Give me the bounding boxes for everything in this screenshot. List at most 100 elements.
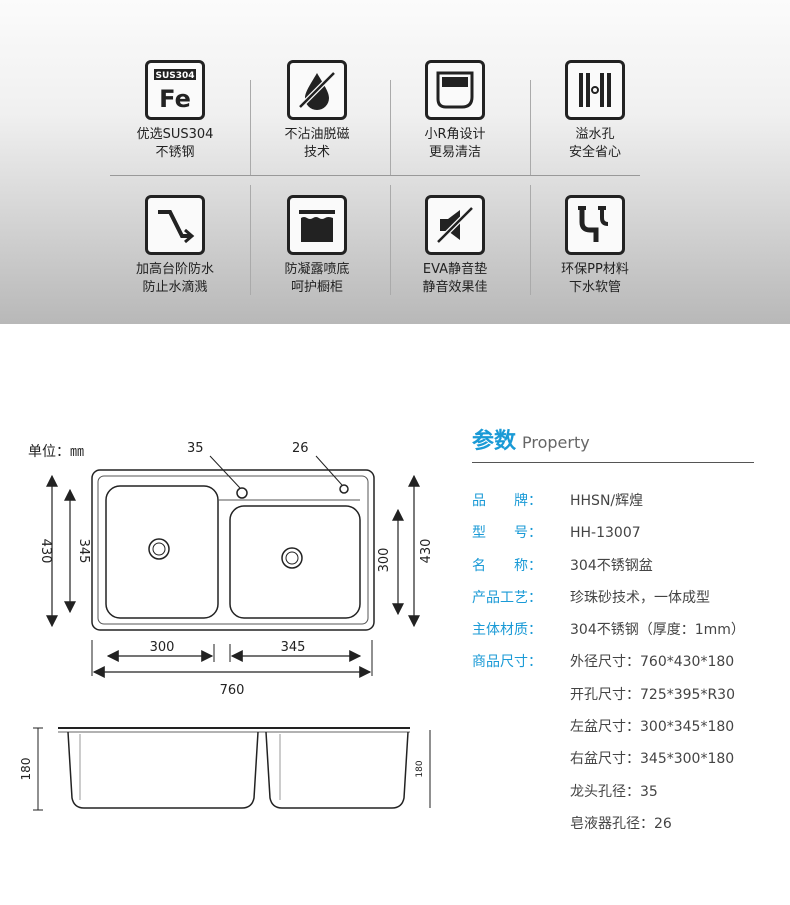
param-row: 皂液器孔径：26 [472, 813, 672, 833]
param-key: 产品工艺： [472, 590, 542, 606]
divider [250, 80, 251, 175]
feature-coating: 防凝露喷底呵护橱柜 [247, 195, 387, 297]
no-oil-drop-icon [287, 60, 347, 120]
left-drain-inner [152, 542, 166, 556]
faucet-hole [236, 487, 248, 499]
mute-speaker-icon [425, 195, 485, 255]
outer-depth-label: 430 [38, 539, 53, 564]
left-bowl [105, 485, 219, 619]
outer-depth-right-label: 430 [419, 539, 434, 564]
param-key: 主体材质： [472, 622, 542, 638]
param-key: 品 牌： [472, 493, 542, 509]
right-drain-inner [285, 551, 299, 565]
divider [110, 175, 640, 176]
param-value: 304不锈钢盆 [570, 558, 653, 574]
params-divider [472, 462, 754, 463]
side-right-bowl [265, 731, 409, 809]
fe-symbol-text: Fe [159, 85, 191, 113]
feature-no-oil: 不沾油脱磁技术 [247, 60, 387, 162]
feature-step: 加高台阶防水防止水滴溅 [105, 195, 245, 297]
params-title-en: Property [522, 433, 590, 452]
feature-label: 不锈钢 [155, 145, 195, 160]
sink-outline [91, 469, 375, 631]
feature-small-r: 小R角设计更易清洁 [385, 60, 525, 162]
feature-overflow: 溢水孔安全省心 [525, 60, 665, 162]
param-row: 型 号： HH-13007 [472, 522, 641, 542]
feature-label: 防止水滴溅 [142, 280, 208, 295]
feature-label: 小R角设计 [424, 127, 486, 142]
total-width-label: 760 [220, 683, 245, 698]
param-value: 304不锈钢（厚度：1mm） [570, 622, 745, 638]
divider [390, 185, 391, 295]
divider [250, 185, 251, 295]
param-value: 外径尺寸：760*430*180 [570, 654, 735, 670]
param-row: 品 牌： HHSN/辉煌 [472, 490, 643, 510]
param-key: 型 号： [472, 525, 542, 541]
small-r-corner-icon [425, 60, 485, 120]
right-bowl [229, 505, 361, 619]
side-left-bowl [67, 731, 259, 809]
param-row: 名 称： 304不锈钢盆 [472, 555, 653, 575]
hole-left-label: 35 [187, 441, 204, 456]
divider [530, 80, 531, 175]
bowl-height-label: 180 [19, 758, 33, 781]
leader-line [209, 455, 241, 489]
left-drain [148, 538, 170, 560]
feature-label: 加高台阶防水 [135, 262, 214, 277]
feature-label: 环保PP材料 [561, 262, 629, 277]
leader-line [315, 455, 343, 486]
left-width-label: 300 [150, 640, 175, 655]
param-row: 产品工艺： 珍珠砂技术，一体成型 [472, 587, 710, 607]
feature-label: 不沾油脱磁 [284, 127, 350, 142]
param-value: 右盆尺寸：345*300*180 [570, 751, 735, 767]
feature-label: 防凝露喷底 [284, 262, 350, 277]
soap-hole [339, 484, 349, 494]
sus304-fe-icon: SUS304 Fe [145, 60, 205, 120]
feature-label: 静音效果佳 [422, 280, 488, 295]
param-value: 珍珠砂技术，一体成型 [570, 590, 710, 606]
bowl-height-right-label: 180 [415, 760, 425, 777]
param-value: 皂液器孔径：26 [570, 816, 672, 832]
divider [390, 80, 391, 175]
sink-inner-rim [97, 475, 369, 625]
param-value: 龙头孔径：35 [570, 784, 658, 800]
feature-label: 技术 [303, 145, 330, 160]
sus304-badge-text: SUS304 [155, 71, 194, 81]
divider [530, 185, 531, 295]
param-key: 商品尺寸： [472, 654, 542, 670]
feature-label: 下水软管 [568, 280, 621, 295]
param-value: 左盆尺寸：300*345*180 [570, 719, 735, 735]
param-key: 名 称： [472, 558, 542, 574]
param-value: HH-13007 [570, 525, 641, 541]
condensation-coating-icon [287, 195, 347, 255]
param-row: 龙头孔径：35 [472, 781, 658, 801]
right-width-label: 345 [281, 640, 306, 655]
step-arrow-icon [145, 195, 205, 255]
param-row: 右盆尺寸：345*300*180 [472, 748, 734, 768]
param-row: 左盆尺寸：300*345*180 [472, 716, 734, 736]
right-bowl-depth-label: 300 [377, 548, 392, 573]
param-row: 商品尺寸： 外径尺寸：760*430*180 [472, 651, 734, 671]
feature-label: 更易清洁 [428, 145, 481, 160]
param-value: 开孔尺寸：725*395*R30 [570, 687, 735, 703]
feature-label: 安全省心 [568, 145, 621, 160]
param-value: HHSN/辉煌 [570, 493, 644, 509]
feature-sus304: SUS304 Fe 优选SUS304 不锈钢 [105, 60, 245, 162]
feature-drain: 环保PP材料下水软管 [525, 195, 665, 297]
left-bowl-depth-label: 345 [76, 539, 91, 564]
sink-dimension-drawing: 单位：㎜ 35 26 430 345 300 430 300 345 760 1… [19, 441, 434, 811]
right-drain [281, 547, 303, 569]
drain-pipe-icon [565, 195, 625, 255]
hole-right-label: 26 [292, 441, 309, 456]
feature-label: EVA静音垫 [422, 262, 488, 277]
param-row: 开孔尺寸：725*395*R30 [472, 684, 735, 704]
features-banner: SUS304 Fe 优选SUS304 不锈钢 不沾油脱磁技术 小R角设计更易清洁 [0, 0, 790, 324]
param-row: 主体材质： 304不锈钢（厚度：1mm） [472, 619, 745, 639]
unit-label: 单位：㎜ [28, 444, 84, 460]
feature-eva: EVA静音垫静音效果佳 [385, 195, 525, 297]
feature-label: 溢水孔 [575, 127, 615, 142]
overflow-hole-icon [565, 60, 625, 120]
feature-label: 优选SUS304 [136, 127, 214, 142]
feature-label: 呵护橱柜 [290, 280, 343, 295]
